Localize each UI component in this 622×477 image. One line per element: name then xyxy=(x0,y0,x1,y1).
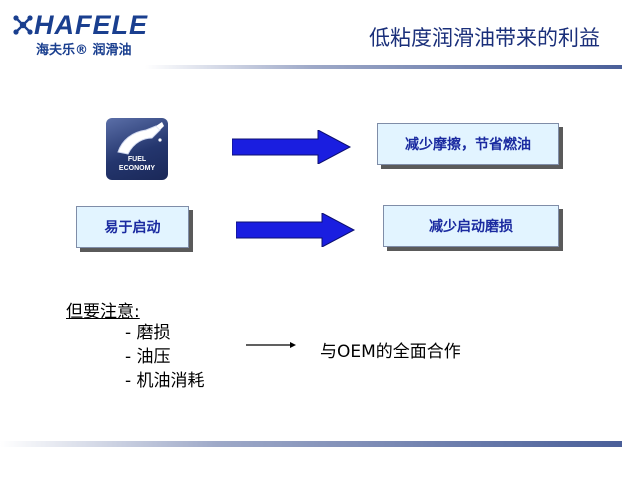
easy-start-label: 易于启动 xyxy=(104,220,161,236)
fuel-icon-label-2: ECONOMY xyxy=(118,165,156,172)
oem-cooperation-text: 与OEM的全面合作 xyxy=(320,342,461,362)
page-title: 低粘度润滑油带来的利益 xyxy=(369,26,600,50)
caution-heading: 但要注意: xyxy=(66,297,140,322)
caution-heading-colon: : xyxy=(134,302,140,322)
right-arrow-icon xyxy=(232,130,352,164)
fuel-nozzle-icon xyxy=(117,122,164,155)
molecule-logo-icon xyxy=(13,15,33,35)
caution-heading-text: 但要注意 xyxy=(66,302,134,322)
footer-divider xyxy=(0,441,622,447)
caution-item: - 油压 xyxy=(125,347,171,367)
benefit-reduce-wear-label: 减少启动磨损 xyxy=(429,219,513,235)
benefit-reduce-friction-label: 减少摩擦，节省燃油 xyxy=(405,137,531,153)
benefit-reduce-wear-box: 减少启动磨损 xyxy=(383,205,559,247)
fuel-icon-label-1: FUEL xyxy=(127,156,147,163)
easy-start-box: 易于启动 xyxy=(76,206,189,248)
benefit-reduce-friction-box: 减少摩擦，节省燃油 xyxy=(377,123,559,165)
right-arrow-icon xyxy=(236,213,356,247)
caution-list: - 磨损 - 油压 - 机油消耗 xyxy=(125,321,205,393)
logo-subtitle: 海夫乐® 润滑油 xyxy=(36,43,132,58)
thin-arrow-icon xyxy=(246,342,296,348)
header-divider xyxy=(145,65,622,69)
logo-brand-text: HAFELE xyxy=(34,10,148,40)
hafele-logo: HAFELE 海夫乐® 润滑油 xyxy=(12,10,162,58)
caution-item: - 机油消耗 xyxy=(125,371,205,391)
caution-item: - 磨损 xyxy=(125,323,171,343)
fuel-economy-icon: FUEL ECONOMY xyxy=(106,118,168,180)
